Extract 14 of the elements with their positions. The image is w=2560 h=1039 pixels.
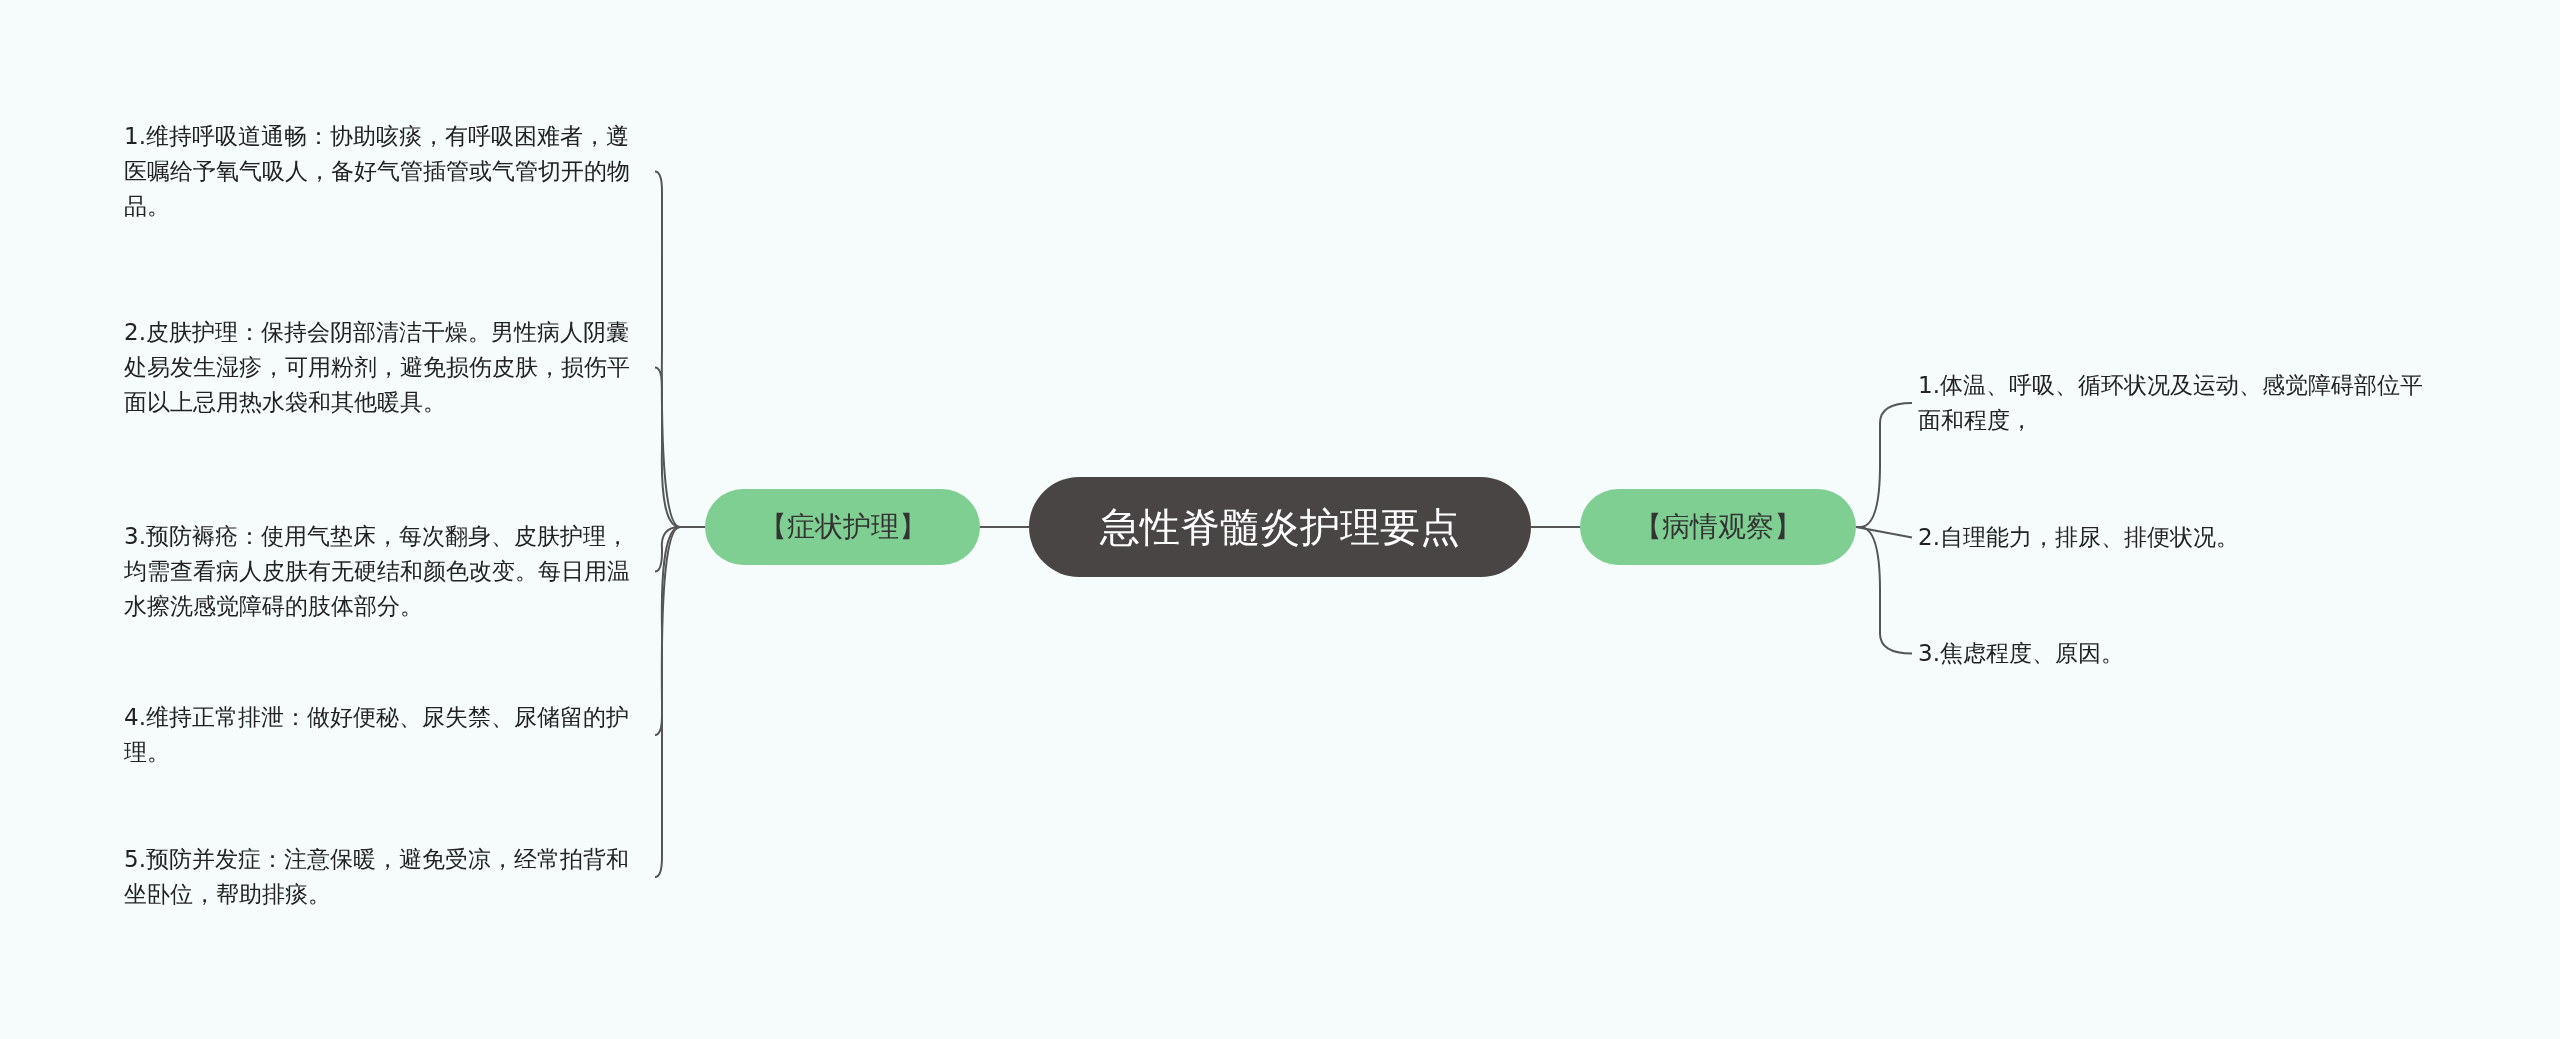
topic-text: 1.维持呼吸道通畅：协助咳痰，有呼吸困难者，遵医嘱给予氧气吸人，备好气管插管或气管切开的物品。 bbox=[124, 118, 649, 224]
topic-text: 2.自理能力，排尿、排便状况。 bbox=[1918, 519, 2239, 555]
topic-text: 3.预防褥疮：使用气垫床，每次翻身、皮肤护理，均需查看病人皮肤有无硬结和颜色改变。每日用温水擦洗感觉障碍的肢体部分。 bbox=[124, 518, 649, 624]
topic-text: 5.预防并发症：注意保暖，避免受凉，经常拍背和坐卧位，帮助排痰。 bbox=[124, 842, 649, 912]
branch-topic: 【症状护理】 bbox=[705, 489, 980, 565]
topic-text: 2.皮肤护理：保持会阴部清洁干燥。男性病人阴囊处易发生湿疹，可用粉剂，避免损伤皮肤，损伤平面以上忌用热水袋和其他暖具。 bbox=[124, 314, 649, 420]
connector-line bbox=[1530, 526, 1581, 528]
topic-text: 4.维持正常排泄：做好便秘、尿失禁、尿储留的护理。 bbox=[124, 700, 649, 770]
connector-line bbox=[979, 526, 1030, 528]
branch-topic: 【病情观察】 bbox=[1580, 489, 1856, 565]
connector-line bbox=[1855, 526, 1913, 655]
topic-text: 1.体温、呼吸、循环状况及运动、感觉障碍部位平面和程度， bbox=[1918, 368, 2438, 438]
topic-text: 3.焦虑程度、原因。 bbox=[1918, 635, 2124, 671]
central-topic: 急性脊髓炎护理要点 bbox=[1029, 477, 1531, 577]
